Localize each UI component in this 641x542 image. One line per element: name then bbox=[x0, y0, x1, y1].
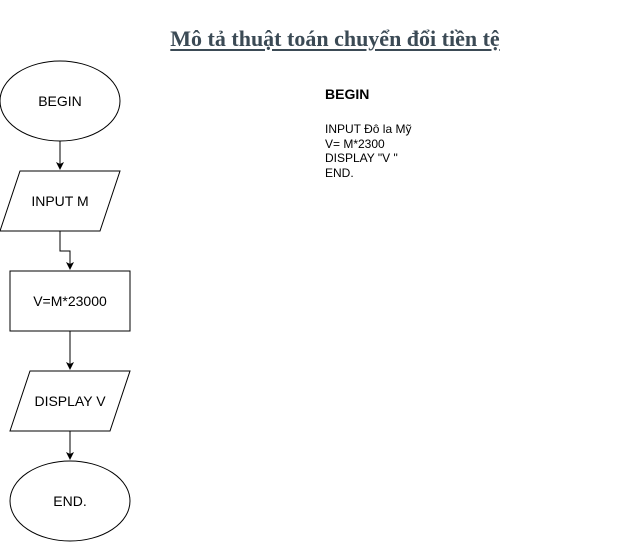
pseudocode-heading: BEGIN bbox=[325, 86, 370, 102]
node-begin-label: BEGIN bbox=[38, 93, 82, 109]
node-begin: BEGIN bbox=[0, 60, 121, 142]
node-input: INPUT M bbox=[0, 170, 121, 232]
pseudocode-line: V= M*2300 bbox=[325, 136, 385, 151]
pseudocode-line: DISPLAY "V " bbox=[325, 151, 398, 165]
pseudocode-line: END. bbox=[325, 165, 354, 180]
node-process-label: V=M*23000 bbox=[33, 293, 107, 309]
edge-input-process bbox=[59, 231, 74, 270]
node-process: V=M*23000 bbox=[9, 270, 131, 332]
pseudocode-block: BEGIN INPUT Đô la Mỹ V= M*2300 DISPLAY "… bbox=[325, 86, 411, 180]
node-end-label: END. bbox=[53, 493, 86, 509]
node-input-label: INPUT M bbox=[31, 193, 88, 209]
node-end: END. bbox=[9, 460, 131, 542]
pseudocode-line: INPUT Đô la Mỹ bbox=[325, 122, 412, 136]
node-display-label: DISPLAY V bbox=[34, 393, 106, 409]
node-display: DISPLAY V bbox=[9, 370, 131, 432]
page-title: Mô tả thuật toán chuyển đổi tiền tệ bbox=[170, 26, 500, 51]
